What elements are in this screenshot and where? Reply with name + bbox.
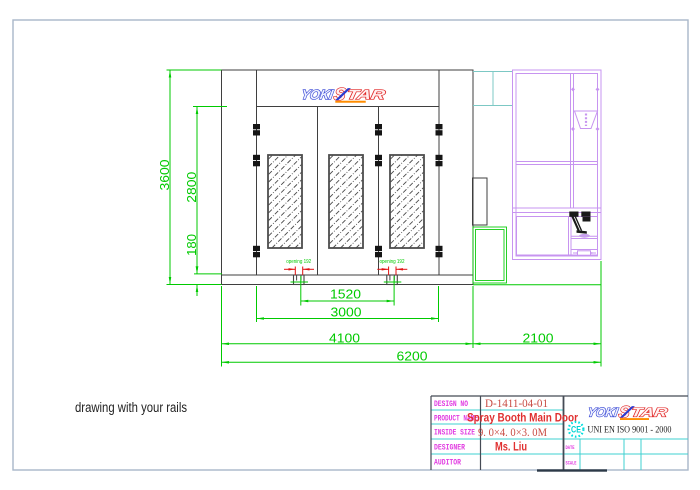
svg-text:4100: 4100 — [329, 330, 360, 345]
svg-text:UNI EN ISO 9001 - 2000: UNI EN ISO 9001 - 2000 — [588, 426, 672, 436]
svg-text:D-1411-04-01: D-1411-04-01 — [485, 398, 548, 410]
svg-text:2800: 2800 — [184, 172, 199, 203]
svg-text:AUDITOR: AUDITOR — [434, 459, 461, 468]
svg-text:Ms. Liu: Ms. Liu — [495, 440, 527, 454]
svg-text:180: 180 — [184, 234, 199, 256]
svg-text:6200: 6200 — [397, 349, 428, 364]
svg-text:CE: CE — [571, 425, 581, 436]
svg-text:opening 192: opening 192 — [286, 259, 311, 265]
svg-text:PRODUCT NAME: PRODUCT NAME — [434, 415, 478, 424]
svg-text:SCALE: SCALE — [566, 460, 577, 467]
svg-text:3600: 3600 — [157, 160, 172, 191]
svg-text:drawing with your rails: drawing with your rails — [75, 400, 187, 415]
svg-text:2100: 2100 — [523, 330, 554, 345]
svg-text:DESIGNER: DESIGNER — [434, 444, 465, 453]
svg-text:Spray Booth Main Door: Spray Booth Main Door — [467, 411, 578, 425]
svg-text:INSIDE SIZE: INSIDE SIZE — [434, 429, 475, 438]
svg-text:DESIGN NO: DESIGN NO — [434, 400, 468, 409]
svg-text:1520: 1520 — [330, 287, 361, 302]
svg-text:DATE: DATE — [566, 444, 575, 451]
svg-text:9. 0×4. 0×3. 0M: 9. 0×4. 0×3. 0M — [478, 427, 547, 439]
svg-text:3000: 3000 — [331, 304, 362, 319]
